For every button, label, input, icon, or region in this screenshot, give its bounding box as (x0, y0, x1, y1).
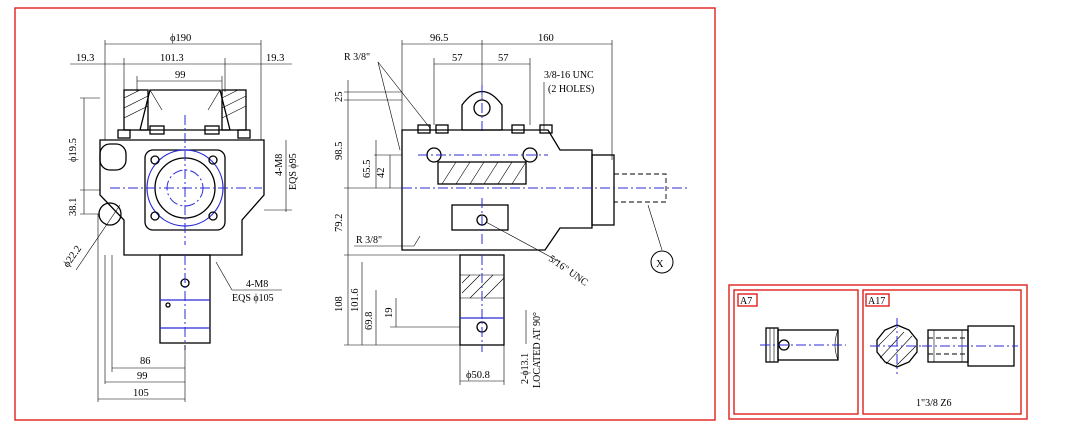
dim-v-108: 108 (334, 296, 345, 312)
dim-top-2: 160 (538, 33, 554, 44)
detail-a7-tag-box (737, 293, 758, 307)
hole-note-line1: 2-ϕ13.1 (520, 353, 531, 384)
dim-v-101-6: 101.6 (350, 288, 361, 312)
bottom-note-line1: 4-M8 (246, 279, 268, 290)
dim-bottom-2: 99 (137, 371, 148, 382)
dim-top-4: 57 (498, 53, 509, 64)
detail-a17: A17 1"3/8 Z6 (862, 289, 1022, 415)
bolt-note-line2: EQS ϕ95 (288, 153, 299, 190)
dim-top-1: 96.5 (430, 33, 448, 44)
dim-left-offset: 19.3 (76, 53, 94, 64)
shaft-dia: ϕ50.8 (466, 370, 490, 381)
bottom-note-line2: EQS ϕ105 (232, 293, 274, 304)
side-view: 96.5 160 57 57 R 3/8" 3/8-16 UNC (2 HOLE… (334, 33, 688, 388)
main-frame (14, 7, 716, 421)
detail-a7: A7 (733, 289, 859, 415)
dim-v-19: 19 (384, 308, 395, 319)
dim-v-25: 25 (334, 92, 345, 103)
dim-bottom-1: 86 (140, 356, 151, 367)
detail-a17-caption: 1"3/8 Z6 (916, 398, 951, 409)
dim-inner-span: 99 (175, 70, 186, 81)
dim-top-3: 57 (452, 53, 463, 64)
detail-marker: X (656, 259, 664, 270)
detail-a7-tag: A7 (740, 296, 752, 307)
unc-note-line2: (2 HOLES) (548, 84, 594, 95)
detail-a17-tag: A17 (868, 296, 885, 307)
dim-left-boss: ϕ19.5 (68, 138, 79, 162)
details-frame (728, 284, 1028, 420)
dim-v-65-5: 65.5 (362, 160, 373, 178)
bolt-note-line1: 4-M8 (274, 154, 285, 176)
dim-v-69-8: 69.8 (364, 312, 375, 330)
detail-marker-circle (650, 250, 674, 274)
dim-overall-width: ϕ190 (170, 33, 191, 44)
dim-right-offset: 19.3 (266, 53, 284, 64)
unc-note-line1: 3/8-16 UNC (544, 70, 594, 81)
thread-note-top: R 3/8" (344, 52, 370, 63)
thread-note-bottom: R 3/8" (356, 235, 382, 246)
hole-note-line2: LOCATED AT 90° (532, 312, 543, 388)
dim-left-height: 38.1 (68, 198, 79, 216)
unc-note-side: 5/16" UNC (546, 253, 590, 288)
dim-bolt-span: 101.3 (160, 53, 184, 64)
detail-a17-tag-box (865, 293, 890, 307)
front-view: ϕ190 19.3 101.3 19.3 99 (61, 33, 299, 402)
dim-v-79-2: 79.2 (334, 214, 345, 232)
dim-v-98-5: 98.5 (334, 142, 345, 160)
dim-left-shaft: ϕ22.2 (61, 244, 84, 270)
dim-v-42: 42 (376, 168, 387, 179)
dim-bottom-3: 105 (133, 388, 149, 399)
